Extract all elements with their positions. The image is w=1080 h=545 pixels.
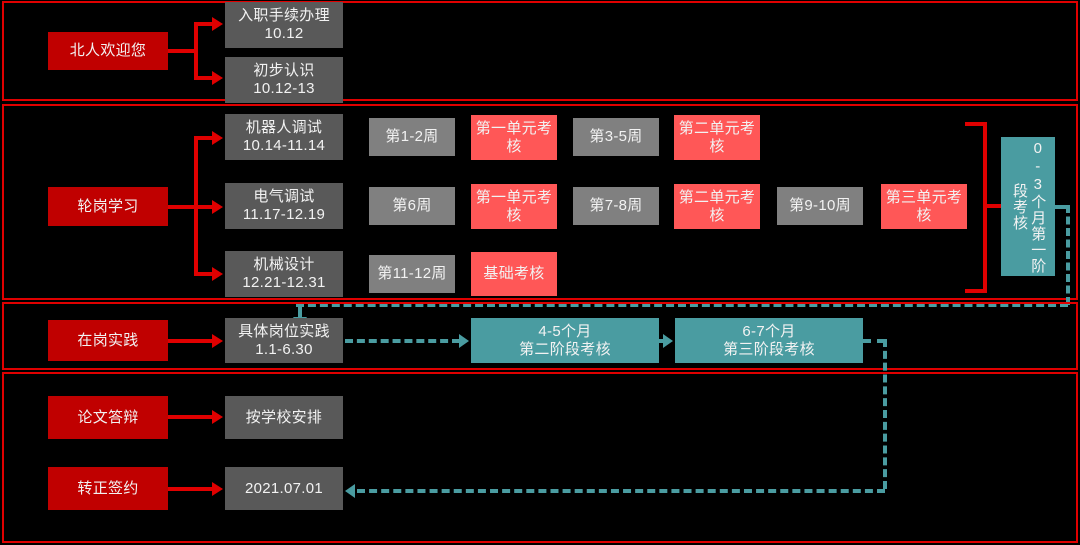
bracket-rotation-to-gate [983,204,1005,208]
arrowhead-contract [345,484,355,498]
node-weeks-1-2[interactable]: 第1-2周 [369,118,455,156]
dashed-gate1-right-riser [1066,205,1070,305]
arrowhead-contract-box [212,482,223,496]
connector-welcome-riser [194,24,198,80]
connector-welcome-stem [168,49,198,53]
node-stage-gate-1[interactable]: 0-3个月第一阶段考核 [1001,137,1055,276]
label-rotation[interactable]: 轮岗学习 [48,187,168,226]
dashed-gate1-out [1053,205,1068,209]
dashed-onjob-drop [298,303,302,319]
dashed-stage3-drop [883,339,887,489]
label-contract-signing[interactable]: 转正签约 [48,467,168,510]
dashed-stage3-out [863,339,885,343]
node-task-robot[interactable]: 机器人调试 10.14-11.14 [225,114,343,160]
section-closing [2,372,1078,543]
arrowhead-mech [212,267,223,281]
connector-rotation-to-electric [194,205,214,209]
bracket-rotation-bottom [965,289,987,293]
node-weeks-7-8[interactable]: 第7-8周 [573,187,659,225]
node-exam-basic[interactable]: 基础考核 [471,252,557,296]
node-exam-unit3-electric[interactable]: 第三单元考核 [881,184,967,229]
connector-rotation-to-mech [194,272,214,276]
section-rotation [2,104,1078,300]
section-onboarding [2,1,1078,101]
dashed-to-contract [357,489,885,493]
arrowhead-robot [212,131,223,145]
connector-rotation-stem [168,205,198,209]
node-exam-unit1-electric[interactable]: 第一单元考核 [471,184,557,229]
connector-welcome-to-induction [194,22,214,26]
node-stage-gate-2[interactable]: 4-5个月 第二阶段考核 [471,318,659,363]
node-weeks-9-10[interactable]: 第9-10周 [777,187,863,225]
node-exam-unit1-robot[interactable]: 第一单元考核 [471,115,557,160]
node-task-electric[interactable]: 电气调试 11.17-12.19 [225,183,343,229]
node-exam-unit2-robot[interactable]: 第二单元考核 [674,115,760,160]
label-welcome[interactable]: 北人欢迎您 [48,32,168,70]
connector-welcome-to-orientation [194,76,214,80]
label-thesis-defense[interactable]: 论文答辩 [48,396,168,439]
node-weeks-11-12[interactable]: 第11-12周 [369,255,455,293]
arrowhead-onjob-task [212,334,223,348]
node-week-6[interactable]: 第6周 [369,187,455,225]
arrowhead-electric [212,200,223,214]
label-on-job[interactable]: 在岗实践 [48,320,168,361]
node-stage-gate-3[interactable]: 6-7个月 第三阶段考核 [675,318,863,363]
connector-rotation-to-robot [194,136,214,140]
node-weeks-3-5[interactable]: 第3-5周 [573,118,659,156]
dashed-task-to-stage2 [345,339,460,343]
node-task-on-job[interactable]: 具体岗位实践 1.1-6.30 [225,318,343,363]
arrowhead-stage3 [663,334,673,348]
node-task-mechanical[interactable]: 机械设计 12.21-12.31 [225,251,343,297]
dashed-gate1-to-onjob [296,303,1068,307]
node-orientation[interactable]: 初步认识 10.12-13 [225,57,343,103]
arrowhead-induction [212,17,223,31]
bracket-rotation-top [965,122,987,126]
node-thesis-schedule[interactable]: 按学校安排 [225,396,343,439]
node-exam-unit2-electric[interactable]: 第二单元考核 [674,184,760,229]
connector-onjob-to-task [168,339,214,343]
node-contract-date[interactable]: 2021.07.01 [225,467,343,510]
arrowhead-thesis [212,410,223,424]
connector-thesis [168,415,214,419]
arrowhead-orientation [212,71,223,85]
connector-contract [168,487,214,491]
section-on-job [2,302,1078,370]
arrowhead-stage2 [459,334,469,348]
node-induction[interactable]: 入职手续办理 10.12 [225,2,343,48]
